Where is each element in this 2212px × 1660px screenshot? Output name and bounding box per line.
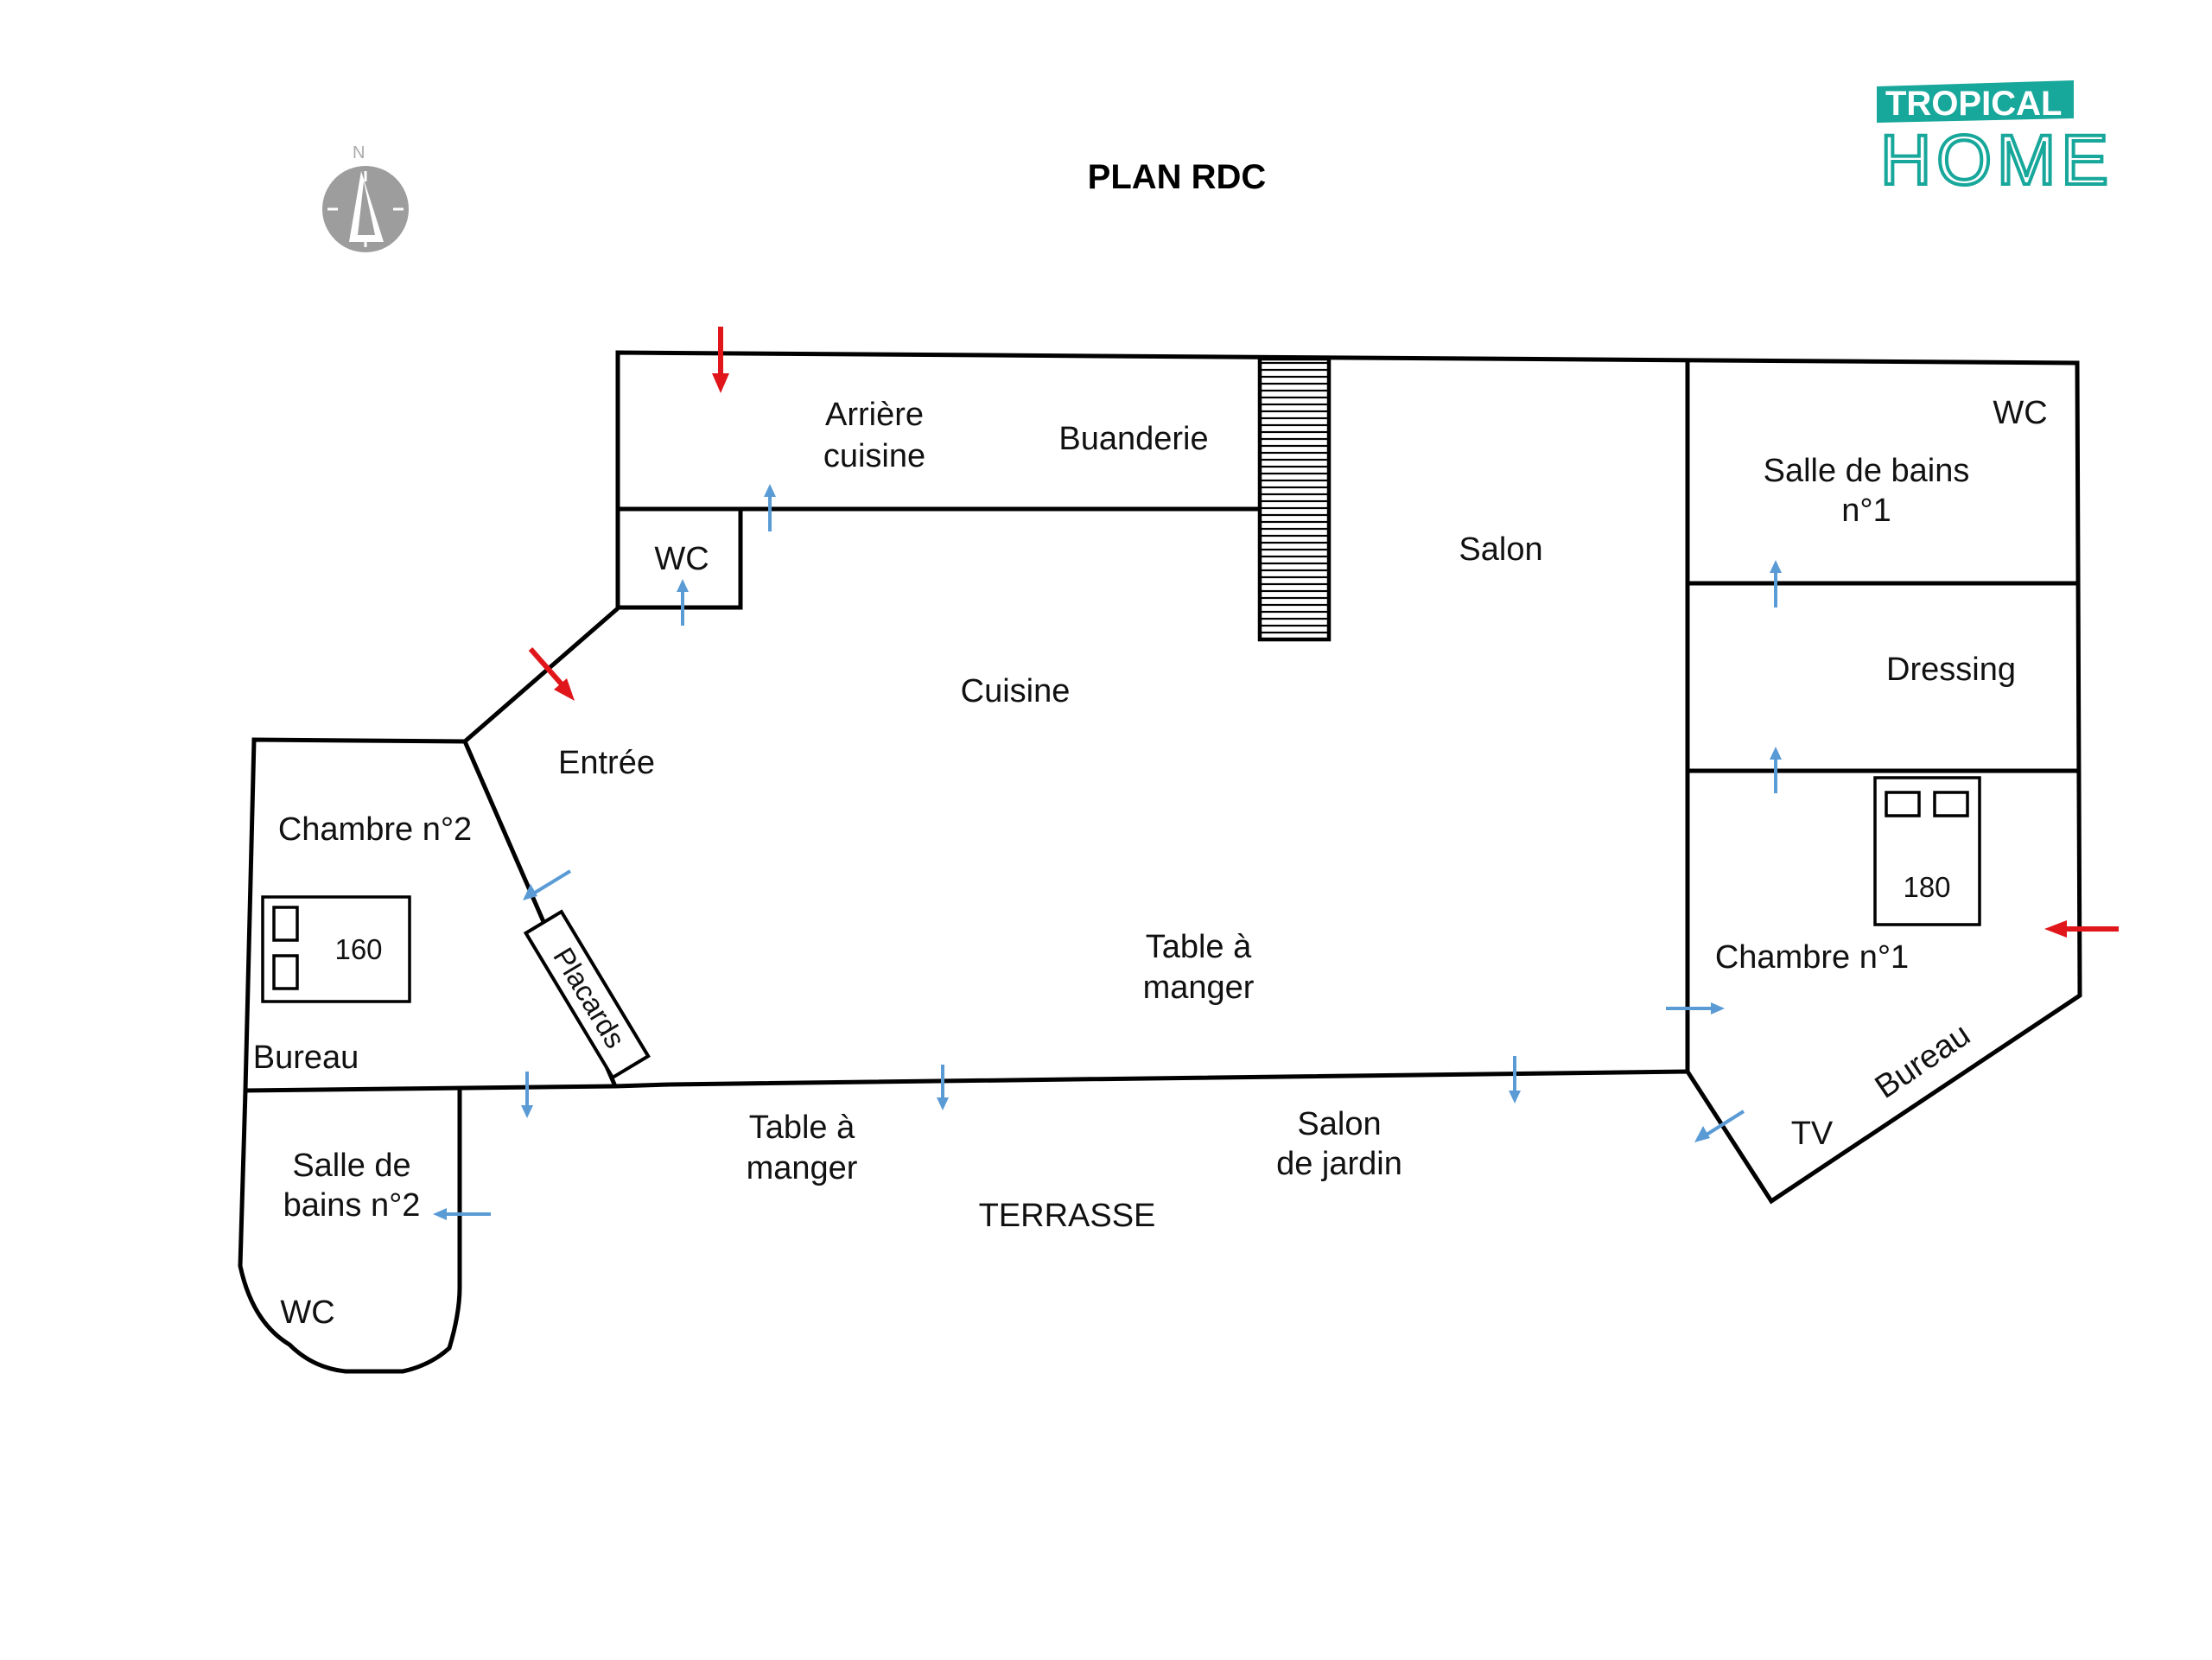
passage-arrow-back-kitchen — [764, 484, 776, 531]
compass-north-label: N — [353, 143, 365, 162]
entry-wall — [463, 607, 620, 743]
bed-180-label: 180 — [1903, 871, 1950, 903]
logo-bottom-text: HOME — [1880, 121, 2113, 200]
entry-arrow-east — [2044, 920, 2119, 938]
room-entree: Entrée — [558, 745, 655, 781]
bed-160-label: 160 — [334, 933, 382, 965]
staircase — [1257, 356, 1332, 642]
passage-arrow-terrace-dining — [937, 1065, 949, 1110]
room-wc-top-right: WC — [1993, 395, 2047, 431]
passage-arrow-bathroom-1 — [1770, 560, 1782, 607]
bed-160: 160 — [261, 895, 411, 1003]
room-chambre-2: Chambre n°2 — [278, 811, 472, 848]
room-arriere-cuisine-line2: cuisine — [823, 438, 925, 474]
passage-arrow-terrace-salon — [1509, 1056, 1521, 1103]
room-bureau-left: Bureau — [253, 1040, 359, 1076]
terrace-table-a-manger-line2: manger — [747, 1150, 858, 1186]
entry-arrow-north — [712, 327, 729, 393]
room-buanderie: Buanderie — [1058, 421, 1208, 457]
room-salle-de-bains-2-line1: Salle de — [292, 1148, 410, 1184]
room-table-a-manger-inside-line2: manger — [1143, 970, 1255, 1006]
passage-arrow-bathroom-2 — [433, 1208, 491, 1220]
terrace-salon-de-jardin-line2: de jardin — [1276, 1146, 1402, 1182]
room-table-a-manger-inside-line1: Table à — [1146, 929, 1252, 965]
room-arriere-cuisine-line1: Arrière — [825, 397, 924, 433]
terrace-table-a-manger-line1: Table à — [749, 1110, 855, 1146]
chambre-2-wall — [243, 737, 616, 1093]
room-bureau-right: Bureau — [1869, 1016, 1977, 1105]
room-wc-top-left: WC — [654, 541, 709, 577]
compass-icon: N — [322, 143, 409, 252]
terrace-label: TERRASSE — [979, 1198, 1156, 1234]
room-tv: TV — [1791, 1116, 1834, 1152]
passage-arrow-chambre-1 — [1666, 1002, 1725, 1014]
room-chambre-1: Chambre n°1 — [1715, 939, 1909, 976]
passage-arrow-dressing — [1770, 747, 1782, 793]
room-salle-de-bains-2-line2: bains n°2 — [283, 1187, 421, 1224]
room-dressing: Dressing — [1886, 652, 2016, 688]
bathroom-2-wall — [238, 1089, 462, 1374]
room-cuisine: Cuisine — [961, 673, 1071, 709]
room-salle-de-bains-1-line2: n°1 — [1841, 493, 1891, 529]
room-salle-de-bains-1-line1: Salle de bains — [1764, 453, 1970, 489]
plan-title: PLAN RDC — [1088, 158, 1267, 196]
terrace-salon-de-jardin-line1: Salon — [1297, 1106, 1381, 1142]
bed-180: 180 — [1873, 776, 1981, 926]
room-salon: Salon — [1459, 531, 1542, 568]
room-wc-bottom: WC — [280, 1294, 334, 1331]
placards-cupboard: Placards — [523, 909, 651, 1080]
tropical-home-logo: TROPICAL HOME — [1877, 80, 2113, 201]
entry-arrow-main — [528, 647, 575, 701]
logo-top-text: TROPICAL — [1885, 85, 2062, 123]
passage-arrow-chambre-1-tv — [1694, 1110, 1745, 1142]
passage-arrow-terrace-left — [521, 1072, 533, 1118]
south-wall — [614, 1082, 671, 1089]
passage-arrow-chambre-2 — [523, 869, 572, 900]
passage-arrow-wc-top-left — [677, 579, 689, 626]
wc-top-left-wall — [618, 509, 743, 610]
